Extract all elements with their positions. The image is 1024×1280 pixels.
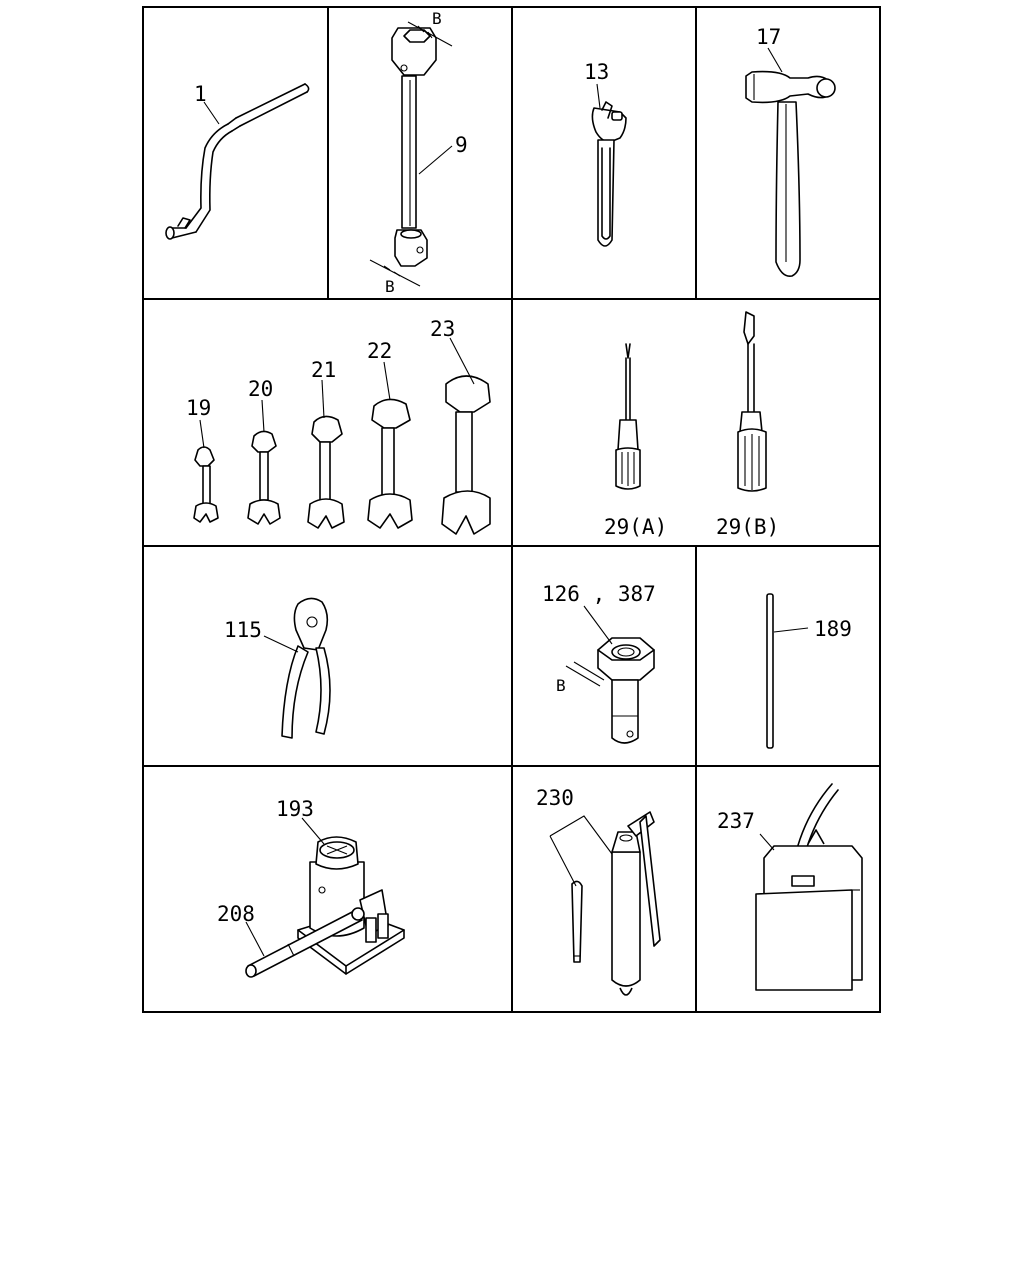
part-label-208: 208: [217, 902, 255, 926]
tool-bag-illustration: [755, 783, 863, 991]
dimension-b-bottom: [369, 259, 421, 287]
grease-gun-illustration: [571, 811, 661, 996]
leader-line-20: [261, 399, 265, 433]
part-label-189: 189: [814, 617, 852, 641]
leader-line-237: [759, 833, 775, 851]
leader-line-126: [583, 605, 613, 645]
leader-line-19: [199, 419, 205, 449]
leader-line-208: [245, 921, 265, 957]
leader-line-193: [301, 817, 325, 845]
part-label-20: 20: [248, 377, 273, 401]
crank-handle-illustration: [165, 83, 310, 240]
dimension-label-b-socket: B: [556, 676, 566, 695]
wrench-20-illustration: [247, 430, 281, 525]
part-label-17: 17: [756, 25, 781, 49]
dimension-label-b-bottom: B: [385, 277, 395, 296]
leader-line-230: [549, 815, 613, 887]
dimension-label-b-top: B: [432, 9, 442, 28]
part-label-21: 21: [311, 358, 336, 382]
ball-peen-hammer-illustration: [745, 70, 836, 278]
wrench-21-illustration: [307, 415, 345, 529]
leader-line-9: [418, 145, 453, 175]
diagram-grid: [142, 6, 881, 1013]
part-label-115: 115: [224, 618, 262, 642]
hex-socket-illustration: [597, 637, 655, 744]
leader-line-189: [773, 627, 809, 633]
part-label-1: 1: [194, 82, 207, 106]
leader-line-115: [263, 635, 299, 653]
part-label-29b: 29(B): [716, 515, 779, 539]
leader-line-17: [767, 47, 783, 73]
part-label-19: 19: [186, 396, 211, 420]
jack-handle-illustration: [245, 907, 365, 978]
bottle-jack-illustration: [297, 836, 405, 975]
wrench-23-illustration: [441, 375, 491, 535]
screwdriver-29b-illustration: [737, 311, 767, 492]
part-label-230: 230: [536, 786, 574, 810]
leader-line-13: [596, 83, 601, 109]
part-label-13: 13: [584, 60, 609, 84]
wrench-22-illustration: [367, 398, 413, 529]
leader-line-22: [383, 361, 391, 401]
dimension-b-top: [407, 21, 453, 47]
pliers-illustration: [281, 597, 331, 739]
adjustable-wrench-illustration: [591, 101, 627, 247]
part-label-126-387: 126 , 387: [542, 582, 656, 606]
leader-line-21: [321, 379, 325, 419]
part-label-237: 237: [717, 809, 755, 833]
part-label-29a: 29(A): [604, 515, 667, 539]
box-wrench-illustration: [391, 27, 437, 267]
screwdriver-29a-illustration: [615, 343, 641, 490]
wrench-19-illustration: [193, 446, 219, 523]
leader-line-1: [203, 101, 220, 125]
dimension-b-socket: [565, 661, 605, 687]
rod-illustration: [766, 593, 774, 749]
part-label-9: 9: [455, 133, 468, 157]
part-label-193: 193: [276, 797, 314, 821]
part-label-22: 22: [367, 339, 392, 363]
leader-line-23: [449, 337, 475, 385]
part-label-23: 23: [430, 317, 455, 341]
